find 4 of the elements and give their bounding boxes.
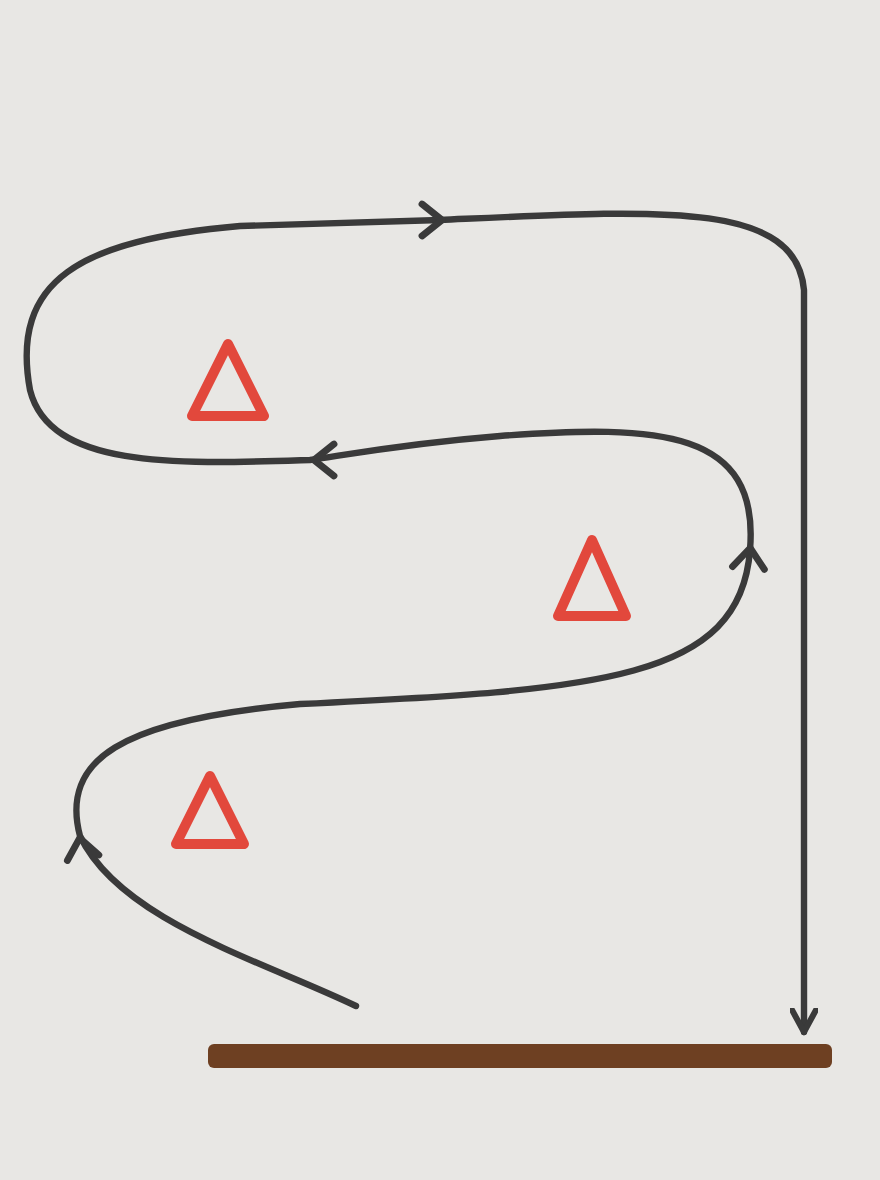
cone-marker (550, 532, 634, 624)
cone-marker (184, 336, 272, 424)
cone-marker (168, 768, 252, 852)
finish-bar (208, 1044, 832, 1068)
